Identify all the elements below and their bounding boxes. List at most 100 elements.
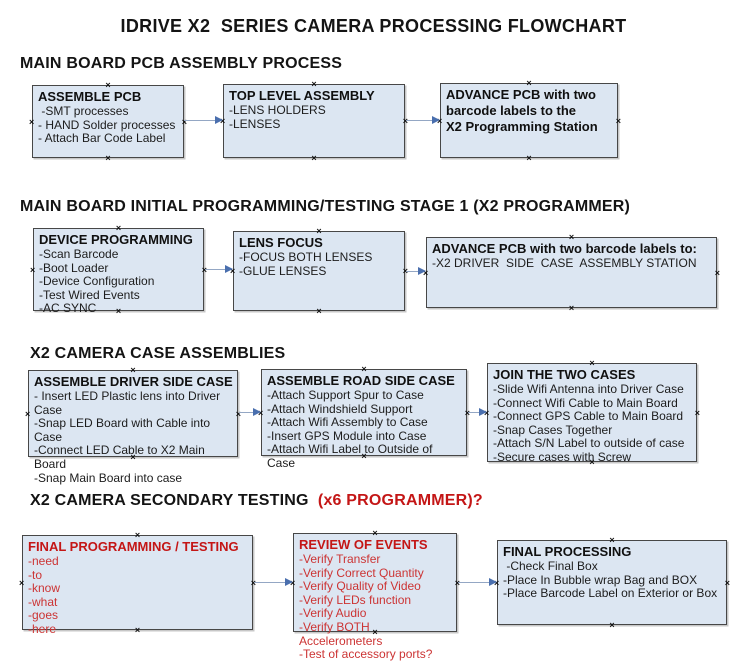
- arrow-line: [254, 581, 288, 584]
- box-item: -Verify Transfer: [299, 552, 381, 566]
- arrow-head-icon: [432, 116, 440, 124]
- box-item: -know: [28, 581, 61, 596]
- connection-marker: ×: [372, 528, 378, 538]
- connection-marker: ×: [130, 365, 136, 375]
- arrow-line: [184, 119, 218, 122]
- box-title: ASSEMBLE ROAD SIDE CASE: [267, 373, 455, 388]
- box-item-list: -Verify Transfer-Verify Correct Quantity…: [299, 552, 452, 662]
- box-item: -SMT processes: [38, 104, 129, 118]
- box-item: -Test Wired Events: [39, 287, 140, 302]
- connection-marker: ×: [724, 577, 730, 588]
- flow-box-lens-focus: LENS FOCUS -FOCUS BOTH LENSES-GLUE LENSE…: [230, 226, 408, 316]
- box-title: FINAL PROCESSING: [503, 544, 632, 559]
- connection-marker: ×: [609, 535, 615, 545]
- box-item: -Insert GPS Module into Case: [267, 428, 427, 443]
- box-title: JOIN THE TWO CASES: [493, 367, 636, 382]
- box-item-list: -need-to-know-what-goes-here: [28, 554, 248, 637]
- box-title: REVIEW OF EVENTS: [299, 537, 428, 552]
- flow-box-final-processing: FINAL PROCESSING -Check Final Box-Place …: [494, 535, 730, 630]
- box-item: -LENS HOLDERS: [229, 103, 326, 117]
- section-heading-black-part: X2 CAMERA SECONDARY TESTING: [30, 492, 309, 509]
- box-item: -Snap LED Board with Cable into Case: [34, 416, 214, 444]
- flow-box-assemble-road-side-case: ASSEMBLE ROAD SIDE CASE -Attach Support …: [258, 364, 470, 470]
- arrow-head-icon: [489, 578, 497, 586]
- box-title: ADVANCE PCB with two barcode labels to t…: [446, 87, 598, 134]
- flow-box-assemble-driver-side-case: ASSEMBLE DRIVER SIDE CASE - Insert LED P…: [25, 365, 241, 485]
- connection-marker: ×: [568, 232, 575, 242]
- box-title: ADVANCE PCB with two barcode labels to:: [432, 241, 697, 256]
- box-item-list: -SMT processes- HAND Solder processes- A…: [38, 104, 179, 146]
- flow-box-assemble-pcb: ASSEMBLE PCB -SMT processes- HAND Solder…: [29, 80, 187, 163]
- flow-arrow: [406, 267, 426, 276]
- box-item: -here: [28, 621, 57, 636]
- flow-arrow: [205, 265, 233, 274]
- box-item: -goes: [28, 608, 59, 623]
- section-heading-pcb-assembly: MAIN BOARD PCB ASSEMBLY PROCESS: [20, 55, 343, 72]
- flow-arrow: [406, 116, 440, 125]
- box-item: -Test of accessory ports?: [299, 647, 433, 662]
- arrow-head-icon: [418, 267, 426, 275]
- flow-box-advance-pcb-driver-side: ADVANCE PCB with two barcode labels to: …: [423, 232, 720, 313]
- connection-marker: ×: [19, 577, 25, 588]
- connection-marker: ×: [568, 303, 575, 313]
- connection-marker: ×: [311, 79, 317, 89]
- connection-marker: ×: [115, 223, 122, 233]
- box-item-list: -LENS HOLDERS-LENSES: [229, 103, 400, 131]
- arrow-line: [205, 268, 228, 271]
- box-title: ASSEMBLE DRIVER SIDE CASE: [34, 374, 233, 389]
- connection-marker: ×: [105, 153, 111, 163]
- box-item: -Place Barcode Label on Exterior or Box: [503, 586, 718, 601]
- box-item: -Verify LEDs function: [299, 592, 412, 607]
- box-item: -Verify Audio: [299, 606, 367, 621]
- box-item: -need: [28, 554, 59, 568]
- box-item: -what: [28, 594, 58, 609]
- box-item: - HAND Solder processes: [38, 117, 176, 132]
- arrow-head-icon: [215, 116, 223, 124]
- box-item: -Check Final Box: [503, 559, 598, 573]
- arrow-line: [468, 411, 482, 414]
- box-item-list: -Scan Barcode-Boot Loader-Device Configu…: [39, 247, 199, 316]
- box-title: LENS FOCUS: [239, 235, 323, 250]
- flow-box-top-level-assembly: TOP LEVEL ASSEMBLY -LENS HOLDERS-LENSES …: [220, 79, 408, 163]
- box-item: -to: [28, 567, 43, 582]
- connection-marker: ×: [134, 530, 141, 540]
- box-item: -LENSES: [229, 116, 281, 131]
- section-heading-secondary-testing: X2 CAMERA SECONDARY TESTING (x6 PROGRAMM…: [30, 492, 483, 510]
- flow-box-advance-pcb-programming-station: ADVANCE PCB with two barcode labels to t…: [437, 79, 621, 163]
- box-item: -AC SYNC: [39, 301, 97, 316]
- section-heading-case-assemblies: X2 CAMERA CASE ASSEMBLIES: [30, 345, 286, 362]
- box-item: -Scan Barcode: [39, 247, 119, 261]
- box-item-list: -Slide Wifi Antenna into Driver Case-Con…: [493, 382, 692, 465]
- box-item: -Connect Wifi Cable to Main Board: [493, 395, 678, 410]
- arrow-line: [406, 270, 421, 273]
- box-item: - Attach Bar Code Label: [38, 131, 166, 146]
- connection-marker: ×: [316, 306, 322, 316]
- arrow-head-icon: [225, 265, 233, 273]
- box-title: FINAL PROGRAMMING / TESTING: [28, 539, 239, 554]
- connection-marker: ×: [30, 264, 36, 275]
- box-item: -Attach Wifi Assembly to Case: [267, 415, 428, 430]
- arrow-head-icon: [479, 408, 487, 416]
- arrow-line: [458, 581, 492, 584]
- box-title: ASSEMBLE PCB: [38, 89, 142, 104]
- box-item: -Slide Wifi Antenna into Driver Case: [493, 382, 684, 396]
- box-item: -Verify Correct Quantity: [299, 565, 424, 580]
- flow-box-final-programming-testing: FINAL PROGRAMMING / TESTING -need-to-kno…: [19, 530, 256, 636]
- arrow-head-icon: [285, 578, 293, 586]
- connection-marker: ×: [29, 116, 35, 127]
- box-item: -Snap Main Board into case: [34, 470, 183, 485]
- flow-arrow: [239, 408, 261, 417]
- box-item: -Verify Quality of Video: [299, 579, 421, 594]
- connection-marker: ×: [714, 267, 720, 278]
- section-heading-initial-programming: MAIN BOARD INITIAL PROGRAMMING/TESTING S…: [20, 198, 631, 215]
- connection-marker: ×: [105, 80, 111, 90]
- connection-marker: ×: [316, 226, 322, 236]
- box-item: -Attach Wifi Label to Outside of Case: [267, 442, 436, 470]
- flow-arrow: [468, 408, 487, 417]
- box-item: -Device Configuration: [39, 274, 155, 289]
- section-heading-red-part: (x6 PROGRAMMER)?: [308, 492, 483, 509]
- connection-marker: ×: [361, 364, 367, 374]
- flow-box-join-the-two-cases: JOIN THE TWO CASES -Slide Wifi Antenna i…: [484, 359, 700, 467]
- box-item-list: -Attach Support Spur to Case-Attach Wind…: [267, 388, 462, 471]
- box-item: -Place In Bubble wrap Bag and BOX: [503, 572, 698, 587]
